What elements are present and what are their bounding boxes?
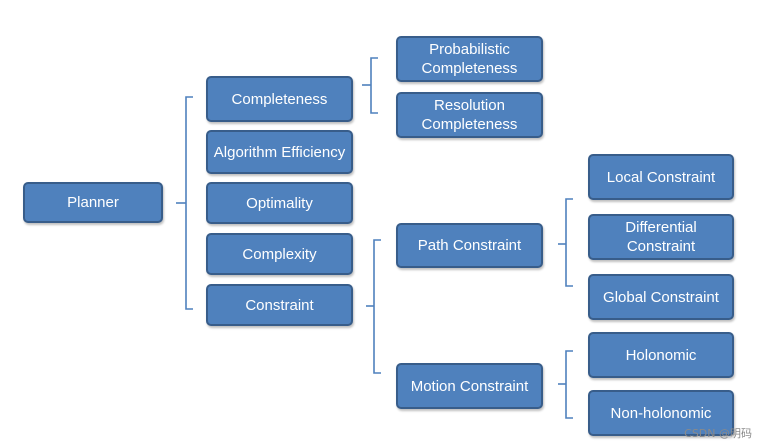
node-algorithm-efficiency: Algorithm Efficiency	[206, 130, 353, 174]
node-resolution-completeness: Resolution Completeness	[396, 92, 543, 138]
node-constraint: Constraint	[206, 284, 353, 326]
node-probabilistic-completeness: Probabilistic Completeness	[396, 36, 543, 82]
node-path-constraint: Path Constraint	[396, 223, 543, 268]
node-optimality: Optimality	[206, 182, 353, 224]
node-complexity: Complexity	[206, 233, 353, 275]
node-non-holonomic: Non-holonomic	[588, 390, 734, 436]
node-motion-constraint: Motion Constraint	[396, 363, 543, 409]
watermark: CSDN @明码	[684, 427, 752, 440]
node-holonomic: Holonomic	[588, 332, 734, 378]
node-global-constraint: Global Constraint	[588, 274, 734, 320]
node-local-constraint: Local Constraint	[588, 154, 734, 200]
node-completeness: Completeness	[206, 76, 353, 122]
node-differential-constraint: Differential Constraint	[588, 214, 734, 260]
node-planner: Planner	[23, 182, 163, 223]
